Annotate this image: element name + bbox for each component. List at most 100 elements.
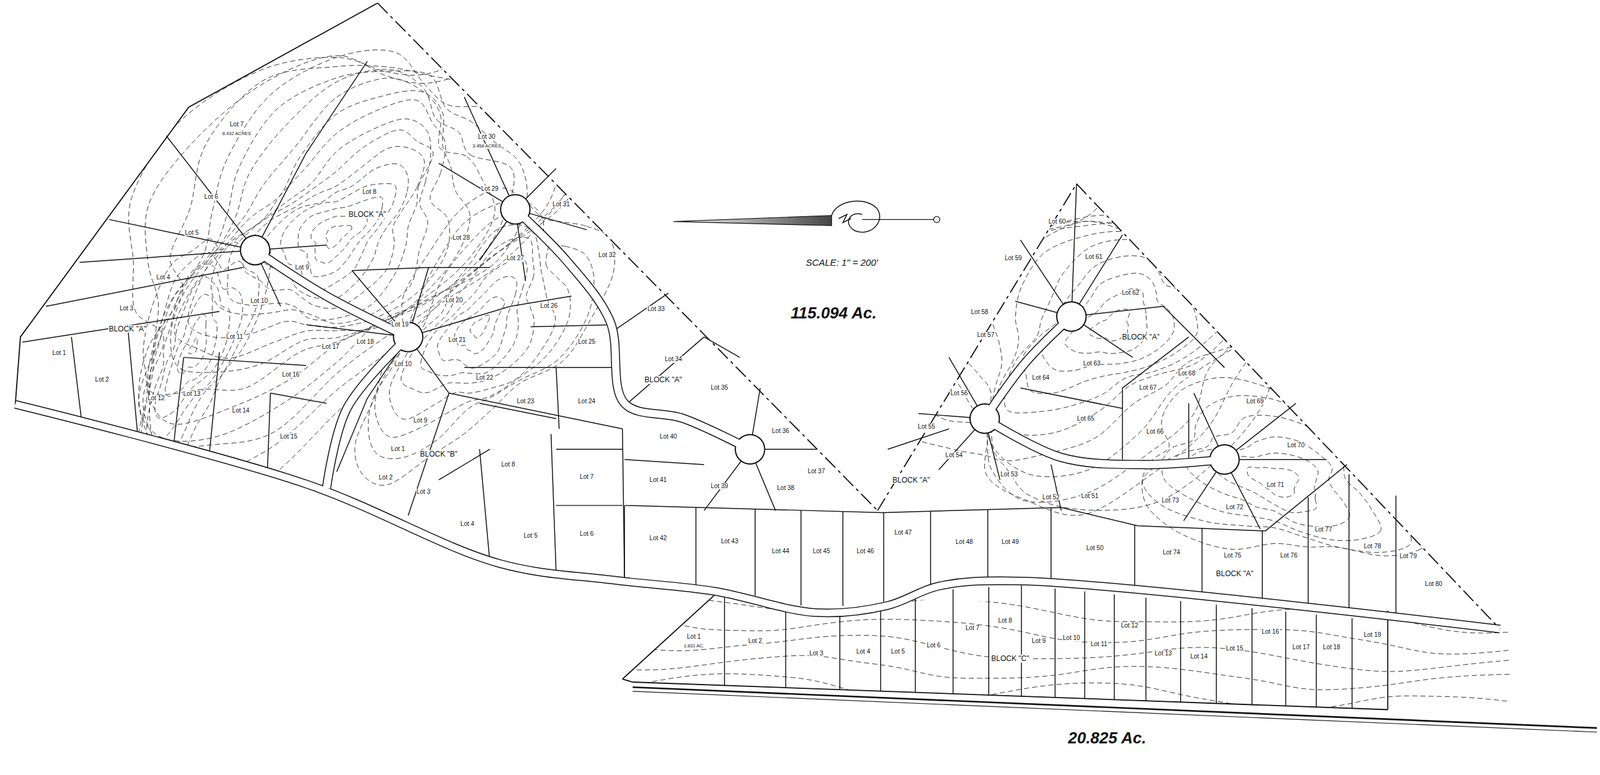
lot-label: Lot 29 xyxy=(480,185,500,193)
lot-label: Lot 10 xyxy=(250,297,269,305)
lot-line xyxy=(1121,387,1123,460)
boundary-line xyxy=(622,595,715,679)
lot-line xyxy=(1122,336,1189,388)
contour-line xyxy=(187,99,450,338)
lot-line xyxy=(1285,611,1286,706)
lot-line xyxy=(839,614,840,690)
lot-label: Lot 8 xyxy=(361,188,377,196)
lot-label: Lot 6 xyxy=(203,193,219,201)
lot-line xyxy=(623,505,625,577)
contour-line xyxy=(325,225,352,249)
lot-label: Lot 9 xyxy=(294,264,310,272)
lot-label: Lot 13 xyxy=(182,390,202,398)
cul-de-sac xyxy=(1057,302,1086,331)
contour-line xyxy=(147,70,528,425)
lot-label: Lot 1 xyxy=(390,445,406,453)
lot-line xyxy=(479,449,490,562)
boundary-line xyxy=(632,686,1597,728)
lot-line xyxy=(270,393,328,404)
lot-label: Lot 9 xyxy=(1031,638,1047,645)
contour-line xyxy=(612,585,1511,634)
acreage-total: 115.094 Ac. xyxy=(789,304,878,322)
scale-note: SCALE: 1" = 200' xyxy=(805,257,879,268)
lot-label: Lot 41 xyxy=(649,476,668,484)
lot-label: Lot 11 xyxy=(225,333,244,341)
lot-line xyxy=(1265,464,1348,531)
contour-line xyxy=(389,224,556,420)
lot-line xyxy=(1054,588,1056,698)
lot-line xyxy=(449,393,623,430)
lot-line xyxy=(1084,591,1085,699)
contour-line xyxy=(454,296,505,354)
lot-label: Lot 42 xyxy=(649,534,668,542)
lot-label: Lot 8 xyxy=(997,617,1013,625)
lot-label: Lot 75 xyxy=(1223,551,1242,559)
boundary-line xyxy=(15,3,378,405)
contour-line xyxy=(420,257,528,376)
lot-line xyxy=(887,428,949,450)
lot-line xyxy=(267,393,271,474)
lot-line xyxy=(556,448,623,450)
block-label: BLOCK "A" xyxy=(891,475,932,484)
lot-label: Lot 28 xyxy=(452,234,471,242)
lot-line xyxy=(1180,600,1181,702)
boundary-line xyxy=(377,3,878,511)
contour-line xyxy=(188,337,198,354)
contour-line xyxy=(154,276,230,419)
lot-label: Lot 66 xyxy=(1145,428,1165,436)
road-surface xyxy=(15,404,1501,630)
lot-line xyxy=(45,267,243,307)
contour-line xyxy=(1004,239,1234,414)
road-edge xyxy=(255,250,409,337)
lot-acreage: 3.458 ACRES xyxy=(472,143,502,149)
contour-line xyxy=(174,90,470,359)
road-edge xyxy=(984,418,1225,465)
lot-label: Lot 30 xyxy=(477,133,497,141)
lot-line xyxy=(930,511,932,585)
lot-label: Lot 17 xyxy=(321,343,341,351)
boundary-line xyxy=(632,691,1597,733)
lot-line xyxy=(79,250,255,263)
north-arrow xyxy=(673,200,940,232)
lot-line xyxy=(551,433,557,572)
lot-label: Lot 2 xyxy=(94,376,110,384)
lot-line xyxy=(800,510,801,606)
lot-line xyxy=(464,97,516,210)
lot-line xyxy=(127,324,138,437)
lot-label: Lot 10 xyxy=(1062,634,1081,642)
boundary-line xyxy=(877,183,1077,511)
lot-label: Lot 3 xyxy=(808,650,824,658)
contour-line xyxy=(470,315,490,339)
road-surface xyxy=(326,336,409,489)
boundary-line xyxy=(1076,183,1501,630)
lot-label: Lot 12 xyxy=(1120,622,1140,630)
tract-boundaries xyxy=(15,3,1597,733)
lot-label: Lot 36 xyxy=(771,427,790,435)
road-surface xyxy=(984,418,1225,465)
cul-de-sac xyxy=(501,195,529,223)
lot-label: Lot 5 xyxy=(184,229,200,237)
lot-label: Lot 80 xyxy=(1424,581,1444,588)
lot-line xyxy=(1163,306,1225,368)
lot-label: Lot 21 xyxy=(447,336,467,344)
lot-label: Lot 1 xyxy=(51,349,67,357)
lot-line xyxy=(479,403,557,419)
lot-label: Lot 14 xyxy=(231,406,251,414)
lot-label: Lot 63 xyxy=(1082,360,1102,368)
lot-acreage: 8.432 ACRES xyxy=(221,131,252,137)
lot-line xyxy=(704,336,741,358)
lot-label: Lot 44 xyxy=(771,548,790,556)
lot-line xyxy=(842,511,844,606)
lot-label: Lot 4 xyxy=(856,647,871,655)
lot-label: Lot 27 xyxy=(506,255,525,263)
lot-label: Lot 26 xyxy=(539,302,559,310)
contour-line xyxy=(138,50,559,442)
boundary-line xyxy=(622,678,633,682)
lot-label: Lot 18 xyxy=(1322,644,1342,652)
lot-label: Lot 60 xyxy=(1048,218,1067,225)
lot-label: Lot 48 xyxy=(955,538,974,546)
lot-line xyxy=(183,357,307,366)
acreage-total: 20.825 Ac. xyxy=(1067,729,1147,747)
lot-label: Lot 76 xyxy=(1279,551,1299,559)
